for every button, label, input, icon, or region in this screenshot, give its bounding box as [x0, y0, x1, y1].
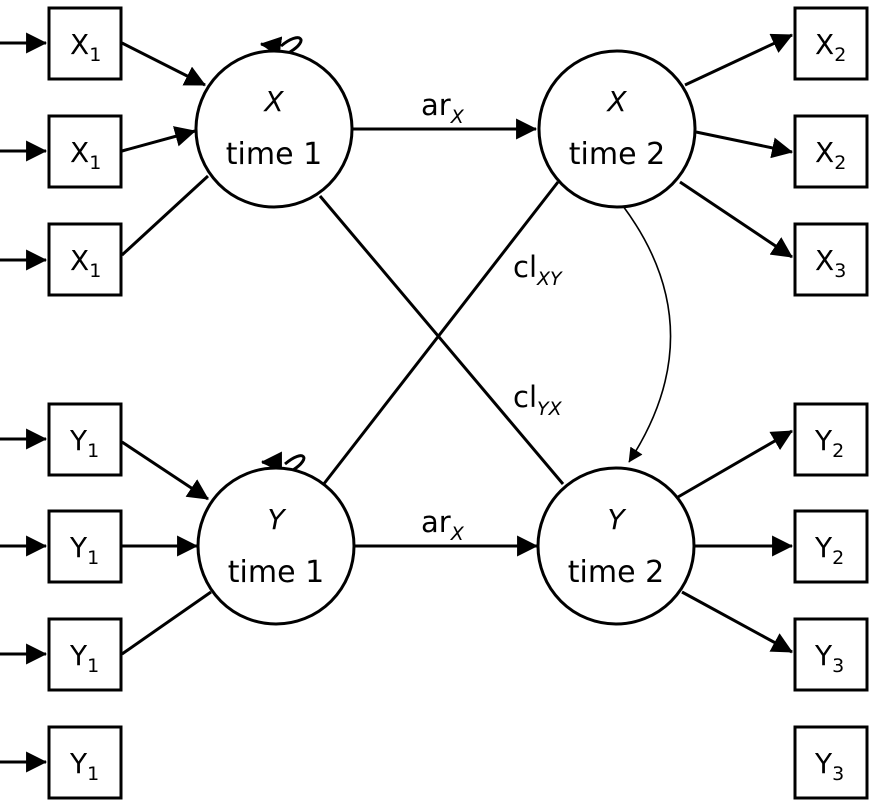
indicator-label: Y1: [69, 747, 99, 785]
latent-x-time1-name: X: [262, 85, 284, 118]
indicator-label: Y1: [69, 424, 99, 462]
indicator-box: X3: [793, 222, 869, 297]
indicators-left: X1 X1 X1 Y1 Y1 Y1 Y1: [47, 6, 123, 800]
path-label-ar-x-bottom: arX: [421, 505, 465, 545]
latent-y-time1: Y time 1: [196, 466, 356, 626]
residual-covariance-arc: [609, 190, 672, 463]
indicator-box: Y3: [793, 617, 869, 692]
indicator-label: X2: [815, 28, 846, 66]
loading-x3: [679, 180, 793, 259]
loading-y1a: [121, 440, 209, 501]
indicator-box: X2: [793, 114, 869, 189]
loading-x1c: [120, 174, 210, 257]
path-label-ar-x-top: arX: [421, 88, 465, 128]
indicator-label: X3: [815, 244, 846, 282]
indicator-box: Y1: [47, 509, 123, 584]
indicator-box: Y1: [47, 725, 123, 800]
indicator-box: Y1: [47, 402, 123, 477]
indicator-label: X1: [70, 244, 101, 282]
loading-x1a: [121, 41, 206, 87]
loading-x1b: [121, 126, 197, 153]
loading-x2a: [684, 33, 793, 87]
indicator-label: Y3: [814, 747, 844, 785]
latent-y-time2-name: Y: [607, 503, 626, 536]
cross-lagged-path-xy: [321, 181, 560, 486]
input-arrows: [0, 32, 48, 773]
indicator-box: Y2: [793, 509, 869, 584]
latent-x-time1: X time 1: [194, 49, 354, 209]
indicator-box: X1: [47, 114, 123, 189]
indicator-box: Y3: [793, 725, 869, 800]
loading-paths-time1: [120, 41, 212, 656]
indicators-right: X2 X2 X3 Y2 Y2 Y3 Y3: [793, 6, 869, 800]
indicator-label: X1: [70, 28, 101, 66]
indicator-box: X1: [47, 6, 123, 81]
latent-y-time2: Y time 2: [536, 466, 696, 626]
latent-x-time2-time: time 2: [569, 137, 665, 172]
indicator-label: Y3: [814, 639, 844, 677]
indicator-label: X1: [70, 136, 101, 174]
path-label-cl-yx: clYX: [513, 380, 563, 420]
loading-y2a: [677, 429, 793, 499]
indicator-label: Y2: [814, 531, 844, 569]
latent-x-time2: X time 2: [537, 49, 697, 209]
loading-y1c: [121, 590, 212, 656]
cross-lagged-path-yx: [318, 195, 565, 485]
indicator-box: Y2: [793, 402, 869, 477]
indicator-label: Y1: [69, 531, 99, 569]
latent-x-time1-time: time 1: [226, 137, 322, 172]
latent-y-time1-time: time 1: [228, 555, 324, 590]
indicator-label: Y2: [814, 424, 844, 462]
latent-y-time1-name: Y: [267, 503, 286, 536]
loading-y3: [681, 590, 793, 654]
loading-x2b: [695, 130, 794, 159]
latent-x-time2-name: X: [605, 85, 627, 118]
indicator-box: Y1: [47, 617, 123, 692]
indicator-box: X2: [793, 6, 869, 81]
loading-paths-time2: [677, 33, 794, 654]
latent-y-time2-time: time 2: [568, 555, 664, 590]
indicator-label: Y1: [69, 639, 99, 677]
path-label-cl-xy: clXY: [513, 250, 563, 290]
indicator-box: X1: [47, 222, 123, 297]
indicator-label: X2: [815, 136, 846, 174]
